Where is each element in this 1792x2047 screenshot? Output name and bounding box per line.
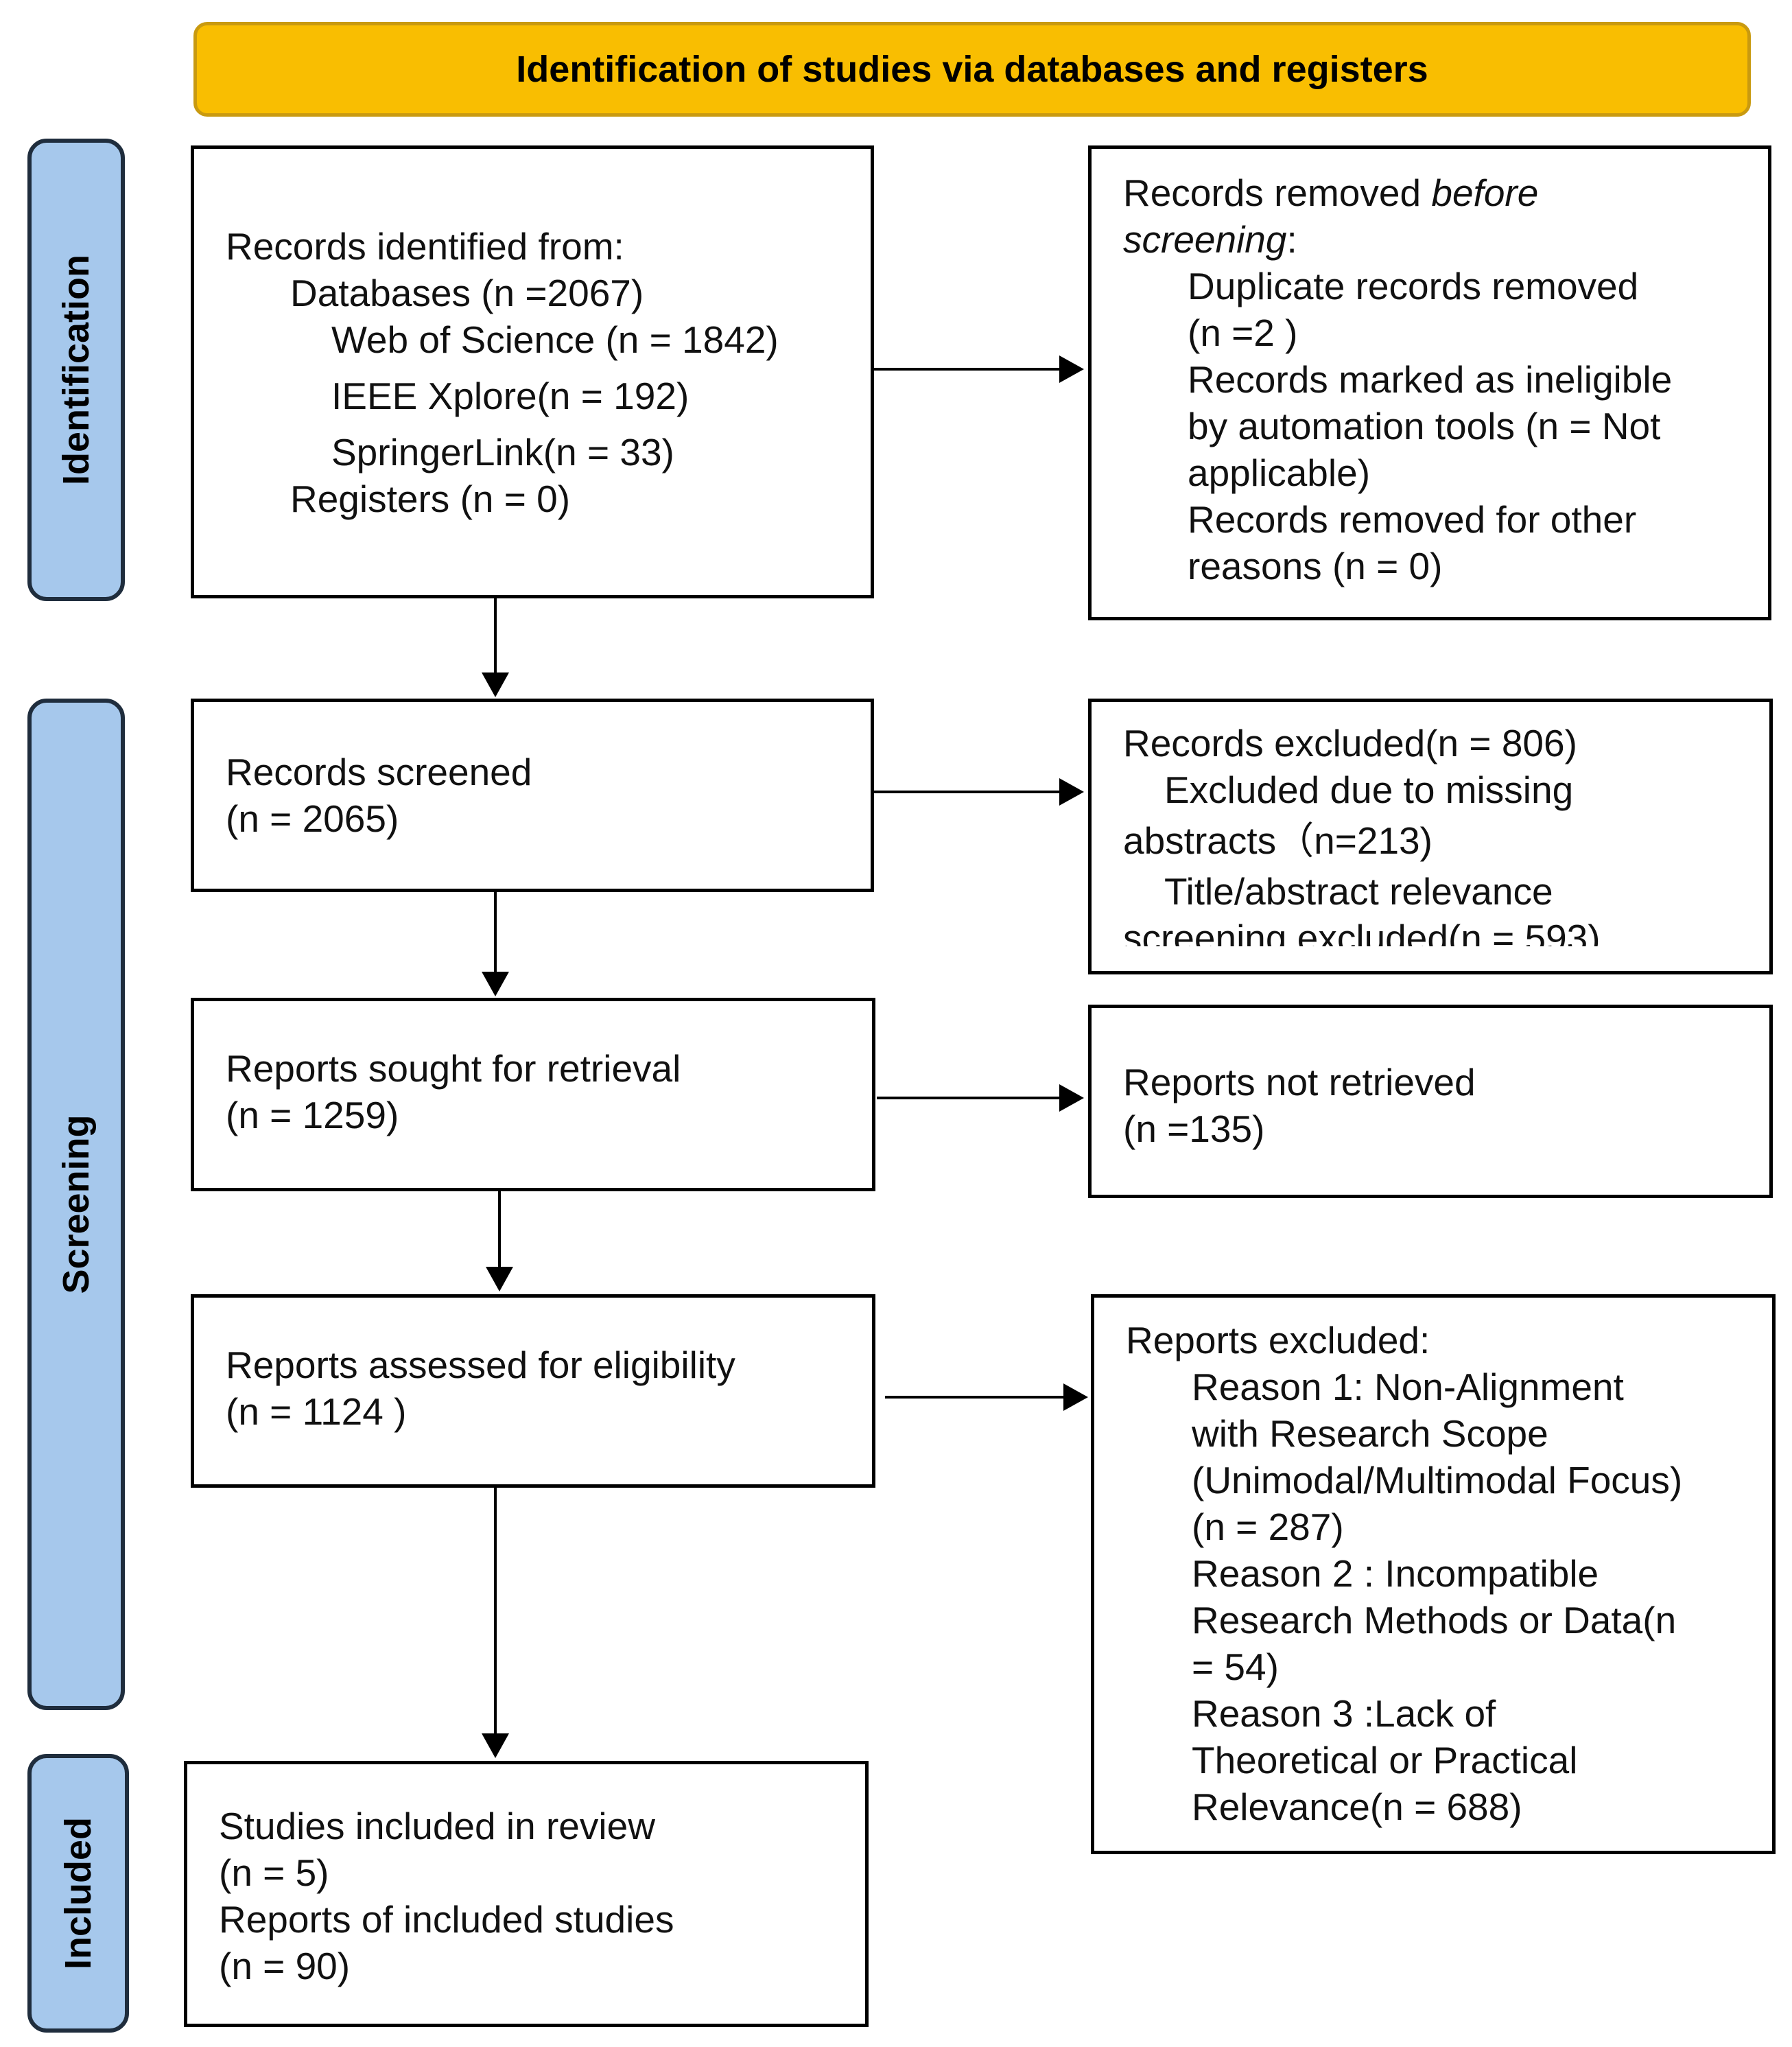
reports-excluded-box: Reports excluded: Reason 1: Non-Alignmen… [1091,1294,1776,1854]
not-retrieved-label: Reports not retrieved [1123,1061,1476,1103]
excluded-heading: Records excluded(n = 806) [1123,722,1577,764]
reports-not-retrieved-box: Reports not retrieved (n =135) [1088,1005,1773,1198]
assessed-label: Reports assessed for eligibility [226,1344,735,1386]
removed-heading-emphasis-2: screening [1123,218,1287,261]
reason-2-n: = 54) [1192,1646,1279,1688]
removed-automation: Records marked as ineligible [1188,358,1673,401]
records-excluded-box: Records excluded(n = 806) Excluded due t… [1088,699,1773,974]
arrowhead-excluded [1059,778,1084,806]
removed-other: Records removed for other [1188,498,1637,541]
included-reports: Reports of included studies [219,1898,674,1941]
assessed-n: (n = 1124 ) [226,1390,407,1433]
reason-3-b: Theoretical or Practical [1192,1739,1578,1781]
identified-ieee: IEEE Xplore(n = 192) [331,375,689,417]
removed-heading-cont: screening: [1123,216,1736,263]
arrowhead-screened [482,672,509,697]
removed-duplicates: Duplicate records removed [1188,265,1639,307]
identified-springer: SpringerLink(n = 33) [331,431,674,473]
screened-n: (n = 2065) [226,797,399,840]
studies-included-box: Studies included in review (n = 5) Repor… [184,1761,869,2027]
reports-assessed-box: Reports assessed for eligibility (n = 11… [191,1294,875,1488]
sought-label: Reports sought for retrieval [226,1047,681,1090]
arrowhead-sought [482,972,509,996]
arrowhead-not-retrieved [1059,1084,1084,1112]
removed-heading-colon: : [1286,218,1297,261]
not-retrieved-n: (n =135) [1123,1108,1265,1150]
identified-databases: Databases (n =2067) [290,272,644,314]
arrowhead-assessed [486,1267,513,1291]
reason-2: Reason 2 : Incompatible [1192,1552,1599,1595]
reason-3-n: Relevance(n = 688) [1192,1786,1522,1828]
header-banner: Identification of studies via databases … [193,22,1751,117]
reason-2-b: Research Methods or Data(n [1192,1599,1677,1641]
removed-automation-2: by automation tools (n = Not [1188,405,1661,447]
reason-3: Reason 3 :Lack of [1192,1692,1496,1735]
phase-screening: Screening [27,699,125,1710]
arrowhead-reports-excluded [1063,1383,1088,1411]
records-screened-box: Records screened (n = 2065) [191,699,874,892]
reason-1-c: (Unimodal/Multimodal Focus) [1192,1459,1683,1501]
removed-duplicates-n: (n =2 ) [1188,312,1298,354]
excluded-title: Title/abstract relevance [1164,870,1553,913]
included-studies-n: (n = 5) [219,1851,329,1894]
phase-identification: Identification [27,139,125,601]
header-title: Identification of studies via databases … [516,49,1428,90]
reason-1-b: with Research Scope [1192,1412,1548,1455]
reason-1-n: (n = 287) [1192,1506,1344,1548]
removed-automation-3: applicable) [1188,452,1371,494]
excluded-missing: Excluded due to missing [1164,769,1574,811]
sought-n: (n = 1259) [226,1094,399,1136]
identified-registers: Registers (n = 0) [290,478,571,520]
screened-label: Records screened [226,751,532,793]
removed-heading-emphasis: before [1431,172,1539,214]
excluded-title-2: screening excluded(n = 593) [1123,917,1601,946]
included-studies: Studies included in review [219,1805,655,1847]
identified-heading: Records identified from: [226,225,624,268]
excluded-missing-2: abstracts（n=213) [1123,819,1433,862]
included-reports-n: (n = 90) [219,1945,351,1987]
records-removed-box: Records removed before screening: Duplic… [1088,145,1771,620]
arrowhead-included [482,1733,509,1758]
reports-sought-box: Reports sought for retrieval (n = 1259) [191,998,875,1191]
removed-heading-text: Records removed [1123,172,1432,214]
removed-heading: Records removed before [1123,169,1736,216]
arrowhead-removed [1059,355,1084,383]
removed-other-2: reasons (n = 0) [1188,545,1443,587]
identified-wos: Web of Science (n = 1842) [331,318,779,361]
reports-excluded-heading: Reports excluded: [1126,1319,1430,1361]
phase-included: Included [27,1754,129,2033]
reason-1: Reason 1: Non-Alignment [1192,1366,1624,1408]
records-identified-box: Records identified from: Databases (n =2… [191,145,874,598]
